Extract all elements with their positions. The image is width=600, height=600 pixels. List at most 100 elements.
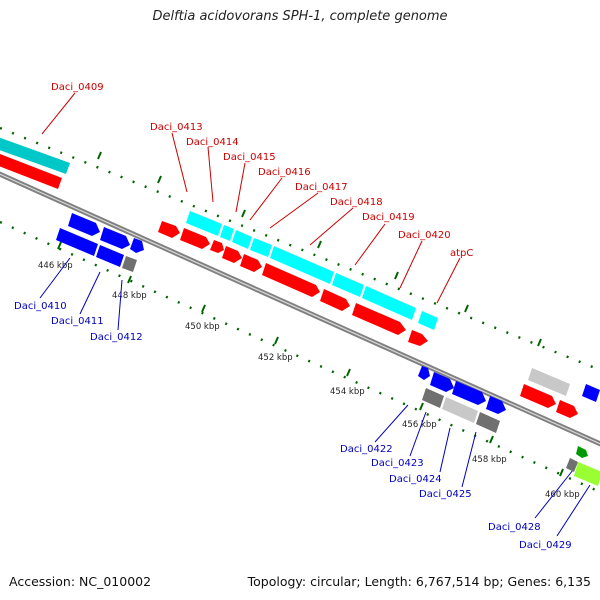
leader-line <box>269 192 319 229</box>
kbp-label: 454 kbp <box>330 387 365 397</box>
gene-feature[interactable] <box>582 384 600 402</box>
gene-feature[interactable] <box>520 384 556 408</box>
gene-label[interactable]: Daci_0428 <box>488 522 541 533</box>
gene-feature[interactable] <box>418 311 438 330</box>
gene-feature[interactable] <box>452 381 486 405</box>
gene-feature[interactable] <box>352 303 406 335</box>
gene-label[interactable]: Daci_0424 <box>389 474 442 485</box>
gene-feature[interactable] <box>476 412 500 433</box>
top-leader-lines <box>41 92 461 304</box>
gene-feature[interactable] <box>250 238 272 257</box>
leader-line <box>249 177 283 221</box>
bottom-gene-labels: Daci_0410 Daci_0411 Daci_0412 Daci_0422 … <box>14 301 572 551</box>
gene-feature[interactable] <box>320 289 350 311</box>
gene-feature[interactable] <box>68 213 100 236</box>
gene-label[interactable]: Daci_0416 <box>258 167 311 178</box>
inner-tick <box>489 435 494 444</box>
gene-label[interactable]: Daci_0413 <box>150 122 203 133</box>
gene-feature[interactable] <box>418 366 430 380</box>
outer-tick <box>241 209 246 218</box>
outer-tick <box>464 304 469 313</box>
gene-label[interactable]: Daci_0411 <box>51 316 104 327</box>
gene-feature[interactable] <box>566 458 578 472</box>
gene-feature[interactable] <box>362 286 416 320</box>
gene-feature[interactable] <box>262 263 320 297</box>
leader-line <box>79 271 101 315</box>
gene-label[interactable]: Daci_0409 <box>51 82 104 93</box>
gene-features <box>0 136 600 486</box>
map-title: Delftia acidovorans SPH-1, complete geno… <box>152 9 448 24</box>
gene-feature[interactable] <box>222 246 242 263</box>
gene-feature[interactable] <box>556 400 578 418</box>
gene-feature[interactable] <box>0 152 62 189</box>
inner-tick <box>201 304 206 313</box>
gene-feature[interactable] <box>422 388 444 408</box>
kbp-label: 452 kbp <box>258 353 293 363</box>
kbp-label: 450 kbp <box>185 322 220 332</box>
inner-tick <box>274 336 279 345</box>
leader-line <box>374 404 409 443</box>
gene-feature[interactable] <box>158 221 180 238</box>
inner-tick <box>346 368 351 377</box>
outer-tick <box>97 151 102 160</box>
gene-feature[interactable] <box>232 230 252 249</box>
outer-tick <box>157 175 162 184</box>
kbp-label: 460 kbp <box>545 490 580 500</box>
inner-tick <box>419 402 424 411</box>
gene-feature[interactable] <box>240 254 262 272</box>
gene-feature[interactable] <box>430 372 454 392</box>
inner-major-ticks <box>57 241 564 477</box>
bottom-leader-lines <box>39 257 591 537</box>
leader-line <box>117 279 123 331</box>
leader-line <box>534 469 574 519</box>
gene-feature[interactable] <box>180 228 210 249</box>
gene-feature[interactable] <box>442 397 478 423</box>
gene-label[interactable]: Daci_0410 <box>14 301 67 312</box>
gene-feature[interactable] <box>486 396 506 414</box>
gene-feature[interactable] <box>100 227 130 249</box>
gene-feature[interactable] <box>270 246 334 284</box>
leader-line <box>235 162 246 213</box>
gene-label[interactable]: Daci_0415 <box>223 152 276 163</box>
gene-label[interactable]: Daci_0429 <box>519 540 572 551</box>
gene-feature[interactable] <box>528 368 570 396</box>
gene-label[interactable]: Daci_0419 <box>362 212 415 223</box>
kbp-label: 446 kbp <box>38 261 73 271</box>
gene-feature[interactable] <box>576 446 588 458</box>
gene-feature[interactable] <box>130 238 144 253</box>
gene-feature[interactable] <box>574 462 600 486</box>
gene-label[interactable]: Daci_0422 <box>340 444 393 455</box>
gene-label[interactable]: Daci_0425 <box>419 489 472 500</box>
gene-feature[interactable] <box>210 240 224 253</box>
inner-tick <box>127 275 132 284</box>
gene-label[interactable]: Daci_0423 <box>371 458 424 469</box>
gene-feature[interactable] <box>96 245 124 267</box>
gene-feature[interactable] <box>186 211 222 236</box>
gene-feature[interactable] <box>220 225 234 241</box>
leader-line <box>171 132 188 193</box>
kbp-label: 448 kbp <box>112 291 147 301</box>
inner-tick <box>559 468 564 477</box>
genome-backbone <box>0 171 600 447</box>
leader-line <box>409 411 427 457</box>
gene-feature[interactable] <box>408 330 428 346</box>
gene-feature[interactable] <box>122 256 137 272</box>
leader-line <box>309 207 354 246</box>
leader-line <box>556 484 591 537</box>
leader-line <box>41 92 76 135</box>
gene-feature[interactable] <box>56 228 98 256</box>
accession-text: Accession: NC_010002 <box>9 574 152 589</box>
gene-label[interactable]: atpC <box>450 248 473 259</box>
kbp-label: 458 kbp <box>472 455 507 465</box>
gene-feature[interactable] <box>0 136 70 174</box>
gene-label[interactable]: Daci_0418 <box>330 197 383 208</box>
gene-label[interactable]: Daci_0412 <box>90 332 143 343</box>
outer-tick <box>394 271 399 280</box>
gene-label[interactable]: Daci_0417 <box>295 182 348 193</box>
gene-feature[interactable] <box>332 273 364 297</box>
leader-line <box>207 146 214 203</box>
leader-line <box>354 223 386 266</box>
gene-label[interactable]: Daci_0420 <box>398 230 451 241</box>
inner-tick <box>57 241 62 250</box>
gene-label[interactable]: Daci_0414 <box>186 137 239 148</box>
